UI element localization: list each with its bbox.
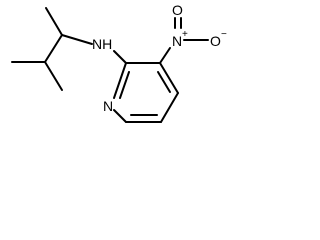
bond-c1-c2 [44, 34, 63, 63]
bond-c1-amine [61, 34, 93, 45]
bond-ring-c3-c4 [159, 62, 179, 94]
ring-n-label: N [103, 98, 113, 114]
bond-ring-c4-c5 [160, 92, 179, 123]
chemical-structure: NH N + O − O N [11, 2, 227, 123]
bond-ring-inner-n-c2 [119, 71, 130, 99]
nitro-o-top-label: O [172, 2, 183, 18]
nitro-n-label: N [172, 33, 182, 49]
nitro-o-right-label: O [210, 33, 221, 49]
bond-ring-nitro [159, 47, 171, 64]
bond-ring-c6-n [113, 109, 127, 123]
amine-label: NH [92, 36, 112, 52]
bond-methyl-c1 [45, 7, 63, 36]
bond-ring-inner-c3-c4 [157, 71, 171, 93]
nitro-n-charge: + [182, 29, 188, 40]
bond-c2-c3 [44, 61, 63, 91]
bond-ring-n-c2 [113, 62, 127, 99]
nitro-o-right-charge: − [221, 29, 227, 40]
bond-amine-ring [113, 50, 127, 64]
